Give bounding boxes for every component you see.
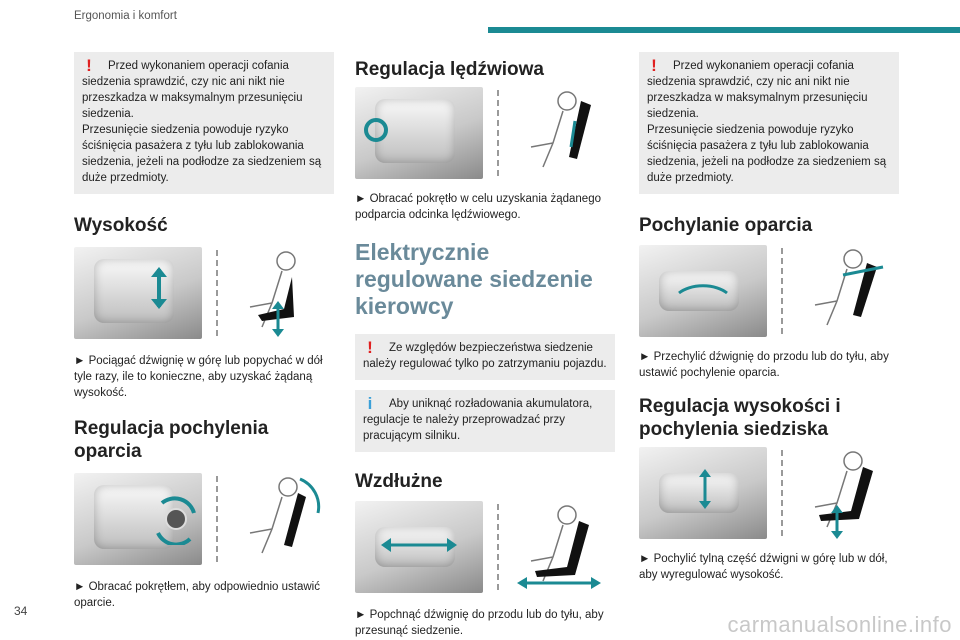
step-backrest: ► Przechylić dźwignię do przodu lub do t… bbox=[639, 351, 889, 379]
up-down-arrow-icon bbox=[699, 469, 711, 509]
section-title-electric: Elektrycznie regulowane siedzenie kierow… bbox=[355, 239, 593, 319]
page-number: 34 bbox=[14, 604, 28, 618]
step-height: ► Pociągać dźwignię w górę lub popychać … bbox=[74, 355, 323, 399]
info-box: i Aby uniknąć rozładowania akumulatora, … bbox=[355, 390, 615, 452]
header-accent-bar bbox=[488, 27, 960, 33]
step-cushion: ► Pochylić tylną część dźwigni w górę lu… bbox=[639, 553, 888, 581]
section-title-recline: Regulacja pochylenia oparcia bbox=[74, 418, 269, 462]
warning-box: ! Przed wykonaniem operacji cofania sied… bbox=[639, 52, 899, 194]
figure-height bbox=[74, 247, 334, 339]
step-longitudinal: ► Popchnąć dźwignię do przodu lub do tył… bbox=[355, 609, 604, 637]
step-recline: ► Obracać pokrętłem, aby odpowiednio ust… bbox=[74, 581, 320, 609]
seat-longitudinal-photo bbox=[355, 501, 483, 593]
seated-person-recline-icon bbox=[249, 477, 321, 554]
figure-lumbar bbox=[355, 87, 615, 179]
section-title-height: Wysokość bbox=[74, 215, 168, 236]
running-header: Ergonomia i komfort bbox=[74, 10, 177, 22]
seated-person-cushion-icon bbox=[814, 451, 873, 539]
figure-backrest bbox=[639, 245, 899, 337]
left-right-arrow-icon bbox=[381, 538, 457, 552]
seat-lumbar-photo bbox=[355, 87, 483, 179]
section-title-backrest: Pochylanie oparcia bbox=[639, 215, 813, 236]
column-3: ! Przed wykonaniem operacji cofania sied… bbox=[639, 52, 899, 583]
watermark: carmanualsonline.info bbox=[727, 612, 952, 637]
figure-divider bbox=[497, 90, 499, 176]
figure-divider bbox=[781, 248, 783, 334]
warning-box: ! Przed wykonaniem operacji cofania sied… bbox=[74, 52, 334, 194]
info-text: Aby uniknąć rozładowania akumulatora, re… bbox=[363, 398, 593, 442]
figure-recline bbox=[74, 473, 334, 565]
info-icon: i bbox=[367, 394, 373, 413]
seat-height-photo bbox=[74, 247, 202, 339]
figure-divider bbox=[216, 250, 218, 336]
tilt-lever-icon bbox=[678, 284, 728, 295]
seat-recline-photo bbox=[74, 473, 202, 565]
warning-text-2: Przesunięcie siedzenia powoduje ryzyko ś… bbox=[82, 124, 322, 184]
section-title-longitudinal: Wzdłużne bbox=[355, 471, 443, 492]
figure-longitudinal bbox=[355, 501, 615, 593]
seat-cushion-photo bbox=[639, 447, 767, 539]
figure-divider bbox=[781, 450, 783, 536]
column-1: ! Przed wykonaniem operacji cofania sied… bbox=[74, 52, 334, 611]
warning-text-2: Przesunięcie siedzenia powoduje ryzyko ś… bbox=[647, 124, 887, 184]
section-title-cushion: Regulacja wysokości i pochylenia siedzis… bbox=[639, 396, 841, 440]
warning-text: Ze względów bezpieczeństwa siedzenie nal… bbox=[363, 342, 607, 370]
seated-person-height-icon bbox=[249, 251, 296, 337]
column-2: Regulacja lędźwiowa ► Obracać pokrętło w… bbox=[355, 52, 615, 639]
warning-box: ! Ze względów bezpieczeństwa siedzenie n… bbox=[355, 334, 615, 380]
warning-text: Przed wykonaniem operacji cofania siedze… bbox=[82, 60, 303, 120]
warning-icon: ! bbox=[86, 56, 92, 75]
rotate-knob-icon bbox=[156, 496, 196, 545]
figure-cushion bbox=[639, 447, 899, 539]
rotate-lumbar-icon bbox=[364, 118, 388, 142]
warning-text: Przed wykonaniem operacji cofania siedze… bbox=[647, 60, 868, 120]
figure-divider bbox=[497, 504, 499, 590]
step-lumbar: ► Obracać pokrętło w celu uzyskania żąda… bbox=[355, 193, 601, 221]
seated-person-lumbar-icon bbox=[530, 91, 591, 168]
warning-icon: ! bbox=[651, 56, 657, 75]
seat-backrest-photo bbox=[639, 245, 767, 337]
seated-person-backrest-icon bbox=[814, 249, 884, 326]
seated-person-longitudinal-icon bbox=[517, 505, 601, 589]
section-title-lumbar: Regulacja lędźwiowa bbox=[355, 59, 544, 80]
up-down-arrow-icon bbox=[151, 267, 167, 309]
warning-icon: ! bbox=[367, 338, 373, 357]
figure-divider bbox=[216, 476, 218, 562]
